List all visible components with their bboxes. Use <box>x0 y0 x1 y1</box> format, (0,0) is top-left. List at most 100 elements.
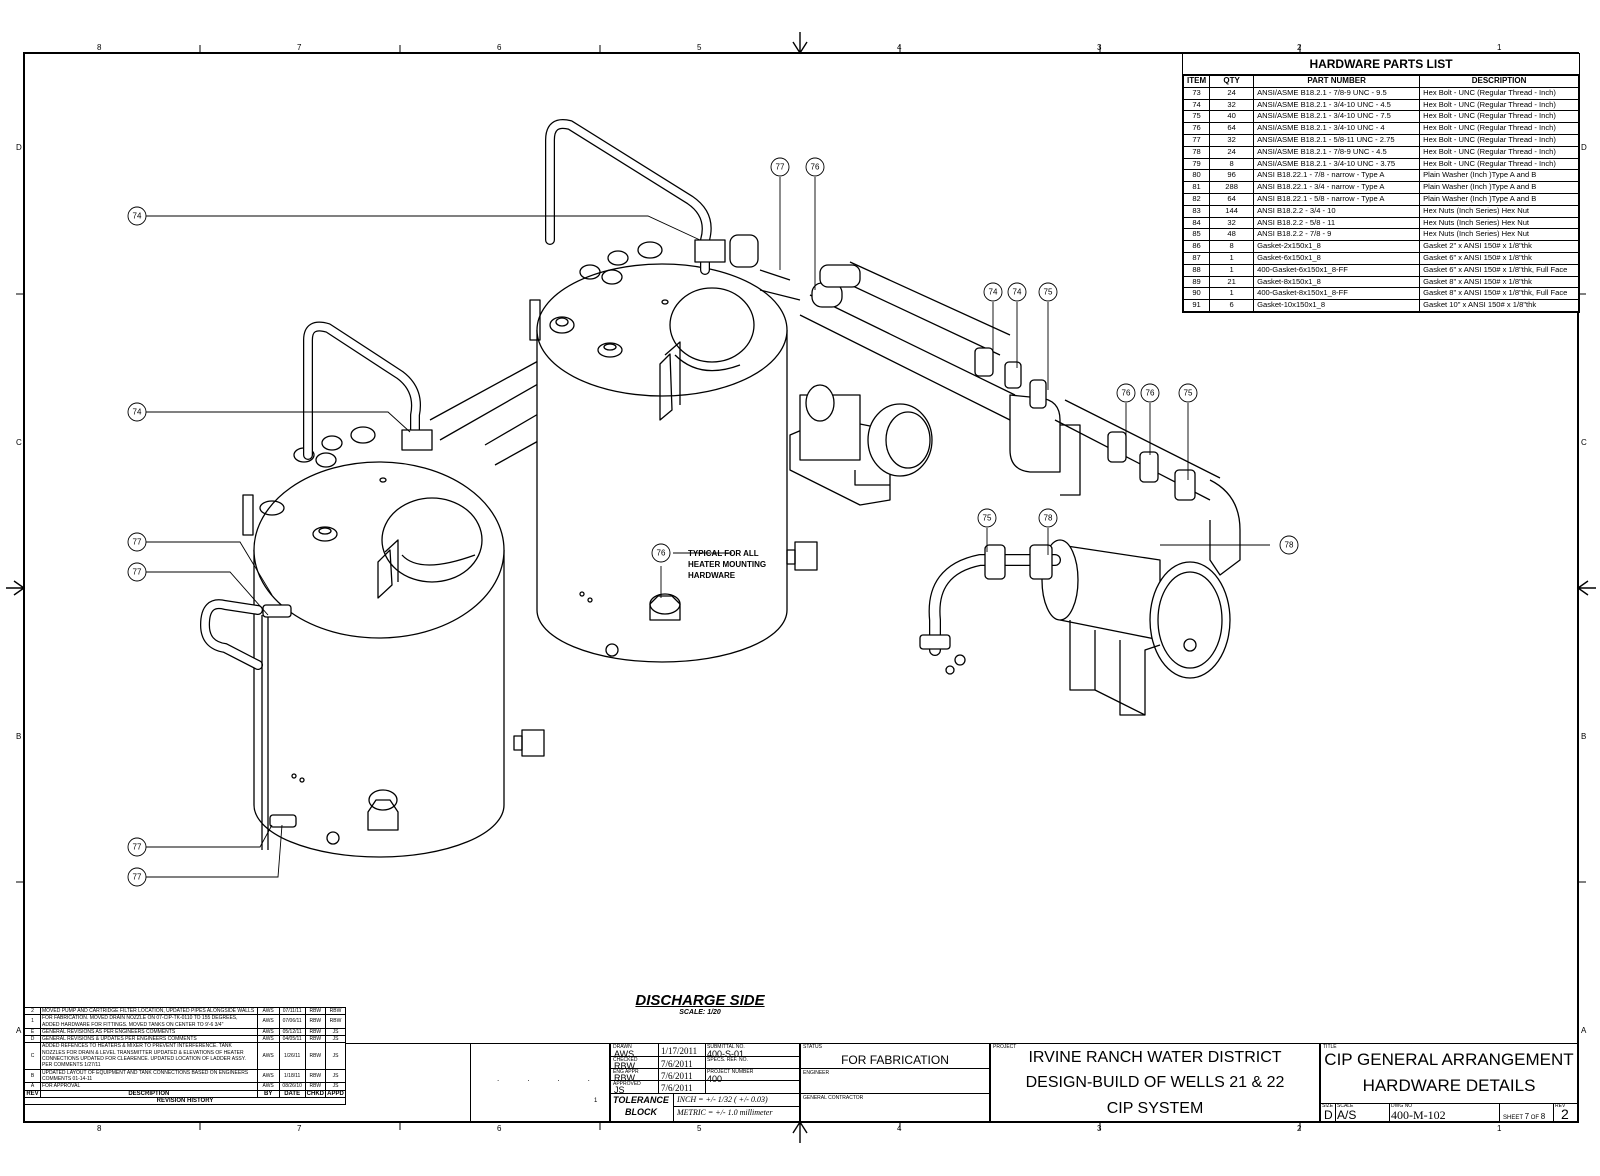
svg-text:78: 78 <box>1044 514 1053 523</box>
balloon-74: 74 <box>127 206 147 226</box>
parts-cell: 87 <box>1182 251 1211 265</box>
parts-cell: Hex Nuts (Inch Series) Hex Nut <box>1419 228 1579 242</box>
revision-cell: 07/06/11 <box>278 1014 306 1029</box>
svg-text:75: 75 <box>1044 288 1053 297</box>
parts-cell: ANSI B18.22.1 - 3/4 - narrow - Type A <box>1253 181 1421 194</box>
revision-history-title: REVISION HISTORY <box>24 1097 346 1105</box>
grid-col-label: 5 <box>697 43 702 52</box>
parts-cell: 83 <box>1182 204 1211 218</box>
dwg-label: DWG NO <box>1391 1103 1413 1109</box>
checked-by: RBW <box>614 1061 635 1071</box>
svg-text:75: 75 <box>983 514 992 523</box>
revision-cell: JS <box>325 1027 346 1037</box>
sheet-label: SHEET <box>1503 1115 1523 1121</box>
parts-cell: 24 <box>1209 145 1255 159</box>
revision-column-header: DESCRIPTION <box>40 1089 258 1098</box>
balloon-76: 76 <box>1116 383 1136 403</box>
balloon-78: 78 <box>1038 508 1058 528</box>
submittal-no: 400-S-01 <box>707 1049 745 1059</box>
block-label: BLOCK <box>625 1107 657 1117</box>
parts-cell: 76 <box>1182 122 1211 135</box>
revision-column-header: BY <box>256 1089 280 1098</box>
parts-cell: ANSI/ASME B18.2.1 - 5/8-11 UNC - 2.75 <box>1253 133 1421 147</box>
parts-cell: ANSI B18.22.1 - 7/8 - narrow - Type A <box>1253 169 1421 183</box>
revision-cell: UPDATED LAYOUT OF EQUIPMENT AND TANK CON… <box>40 1068 258 1084</box>
parts-cell: 75 <box>1182 110 1211 124</box>
leader-lines <box>146 177 1270 878</box>
parts-cell: Gasket-6x150x1_8 <box>1253 251 1421 265</box>
parts-cell: 8 <box>1209 157 1255 171</box>
project-line-3: CIP SYSTEM <box>1106 1100 1204 1117</box>
parts-cell: Gasket-10x150x1_8 <box>1253 299 1421 312</box>
parts-cell: 73 <box>1182 86 1211 100</box>
parts-cell: 88 <box>1182 263 1211 277</box>
revision-cell: RBW <box>304 1027 327 1037</box>
note-line: TYPICAL FOR ALL <box>688 549 759 558</box>
revision-cell: AWS <box>256 1027 280 1037</box>
grid-col-label: 6 <box>497 1124 502 1133</box>
balloon-76: 76 <box>651 543 671 563</box>
eng-by: RBW <box>614 1073 635 1083</box>
parts-cell: 86 <box>1182 240 1211 253</box>
revision-cell: RBW <box>304 1006 327 1016</box>
grid-row-label: C <box>1581 438 1587 447</box>
centering-marks <box>6 32 1596 1143</box>
grid-row-label: D <box>16 143 22 152</box>
parts-cell: Hex Bolt - UNC (Regular Thread - Inch) <box>1419 86 1579 100</box>
approved-date: 7/6/2011 <box>661 1083 693 1093</box>
revision-cell: B <box>24 1068 41 1084</box>
parts-cell: 80 <box>1182 169 1211 183</box>
balloon-77: 77 <box>127 837 147 857</box>
inch-tolerance: INCH = +/- 1/32 ( +/- 0.03) <box>677 1095 768 1104</box>
scale-value: A/S <box>1337 1108 1357 1122</box>
parts-cell: ANSI/ASME B18.2.1 - 3/4-10 UNC - 3.75 <box>1253 157 1421 171</box>
parts-cell: 82 <box>1182 192 1211 206</box>
scale-label: SCALE <box>1337 1103 1354 1109</box>
eng-label: ENG APPR <box>613 1069 639 1075</box>
engineer-label: ENGINEER <box>803 1070 830 1076</box>
parts-cell: ANSI/ASME B18.2.1 - 3/4-10 UNC - 4.5 <box>1253 98 1421 112</box>
parts-cell: 77 <box>1182 133 1211 147</box>
svg-text:74: 74 <box>133 408 142 417</box>
heater-note: TYPICAL FOR ALL HEATER MOUNTING HARDWARE <box>688 548 766 581</box>
balloon-74: 74 <box>983 282 1003 302</box>
revision-column-header: APPD <box>325 1089 346 1098</box>
parts-cell: 90 <box>1182 287 1211 301</box>
parts-cell: Gasket 8" x ANSI 150# x 1/8"thk <box>1419 275 1579 289</box>
svg-text:74: 74 <box>133 212 142 221</box>
parts-cell: 85 <box>1182 228 1211 242</box>
parts-column-header: ITEM <box>1182 75 1211 88</box>
parts-cell: ANSI/ASME B18.2.1 - 3/4-10 UNC - 7.5 <box>1253 110 1421 124</box>
revision-cell: AWS <box>256 1035 280 1044</box>
parts-cell: 74 <box>1182 98 1211 112</box>
approved-label: APPROVED <box>613 1081 641 1087</box>
parts-list-title: HARDWARE PARTS LIST <box>1183 54 1579 75</box>
grid-row-label: D <box>1581 143 1587 152</box>
title-line-1: CIP GENERAL ARRANGEMENT <box>1324 1050 1574 1069</box>
grid-col-label: 7 <box>297 1124 302 1133</box>
revision-cell: JS <box>325 1035 346 1044</box>
rev-value: 2 <box>1561 1106 1569 1122</box>
svg-text:77: 77 <box>133 873 142 882</box>
project-label: PROJECT <box>993 1044 1017 1050</box>
svg-text:77: 77 <box>133 843 142 852</box>
parts-cell: 32 <box>1209 133 1255 147</box>
specs-label: SPECS. REF. NO. <box>707 1057 748 1063</box>
